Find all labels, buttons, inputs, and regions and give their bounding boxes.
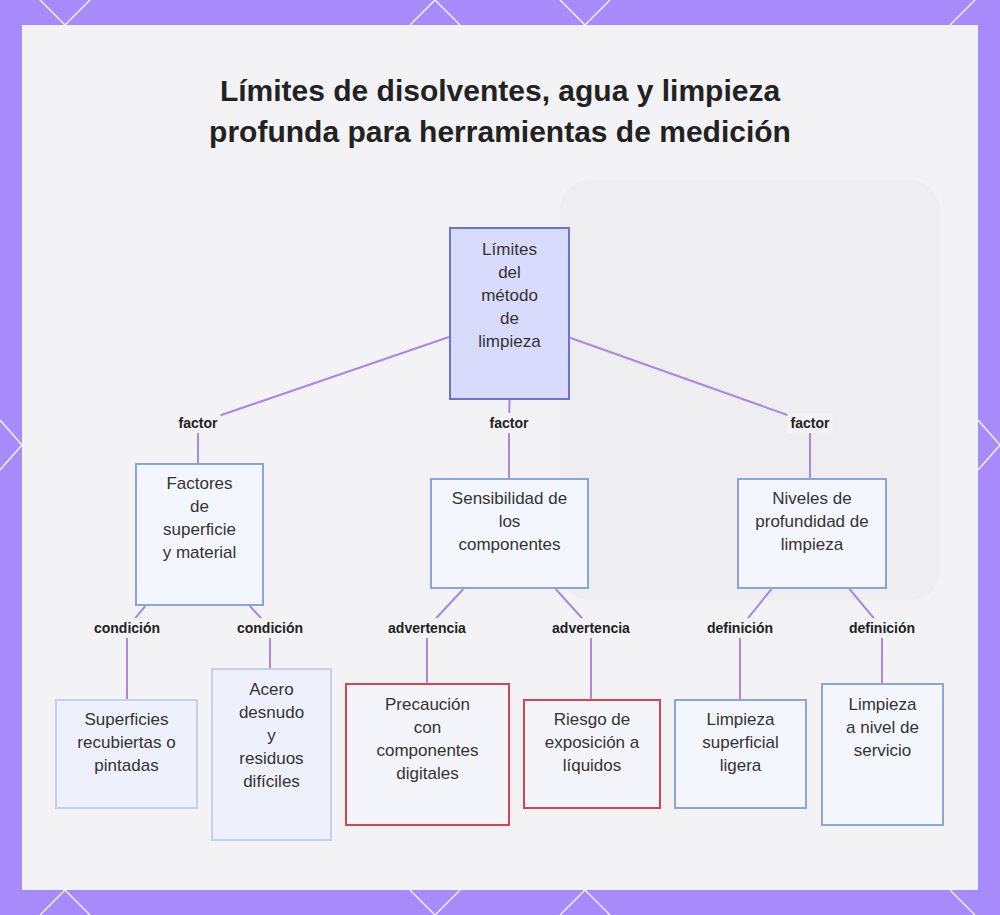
concept-box: Límites del método de limpieza [449,227,570,400]
connector-line [570,338,810,478]
concept-box: Acero desnudo y residuos difíciles [211,668,332,841]
canvas-panel [22,25,978,890]
box-text: Limpieza superficial ligera [690,708,791,777]
concept-box: Limpieza a nivel de servicio [821,683,944,826]
concept-box: Factores de superficie y material [135,463,264,606]
faded-photo [560,180,940,600]
box-text: Limpieza a nivel de servicio [844,693,921,762]
box-text: Niveles de profundidad de limpieza [753,487,871,556]
edge-label: condición [234,618,306,638]
concept-box: Riesgo de exposición a líquidos [523,699,661,809]
edge-label: definición [704,618,776,638]
box-text: Sensibilidad de los componentes [446,487,573,556]
concept-box: Niveles de profundidad de limpieza [737,478,887,589]
concept-box: Sensibilidad de los componentes [430,478,589,589]
concept-box: Limpieza superficial ligera [674,699,807,809]
connector-line [508,400,511,478]
box-text: Riesgo de exposición a líquidos [539,708,645,777]
connector-line [198,337,449,463]
concept-box: Superficies recubiertas o pintadas [55,699,198,809]
edge-label: advertencia [385,618,469,638]
connector-line [556,589,591,699]
box-text: Límites del método de limpieza [473,238,546,353]
box-text: Factores de superficie y material [158,472,241,564]
edge-label: advertencia [549,618,633,638]
edge-label: factor [176,413,221,433]
concept-box: Precaución con componentes digitales [345,683,510,826]
connector-line [740,589,772,699]
edge-label: definición [846,618,918,638]
edge-label: factor [788,413,833,433]
box-text: Precaución con componentes digitales [374,693,481,785]
box-text: Acero desnudo y residuos difíciles [237,678,306,793]
edge-label: condición [91,618,163,638]
diagram-title: Límites de disolventes, agua y limpieza … [200,70,800,152]
box-text: Superficies recubiertas o pintadas [71,708,182,777]
edge-label: factor [487,413,532,433]
